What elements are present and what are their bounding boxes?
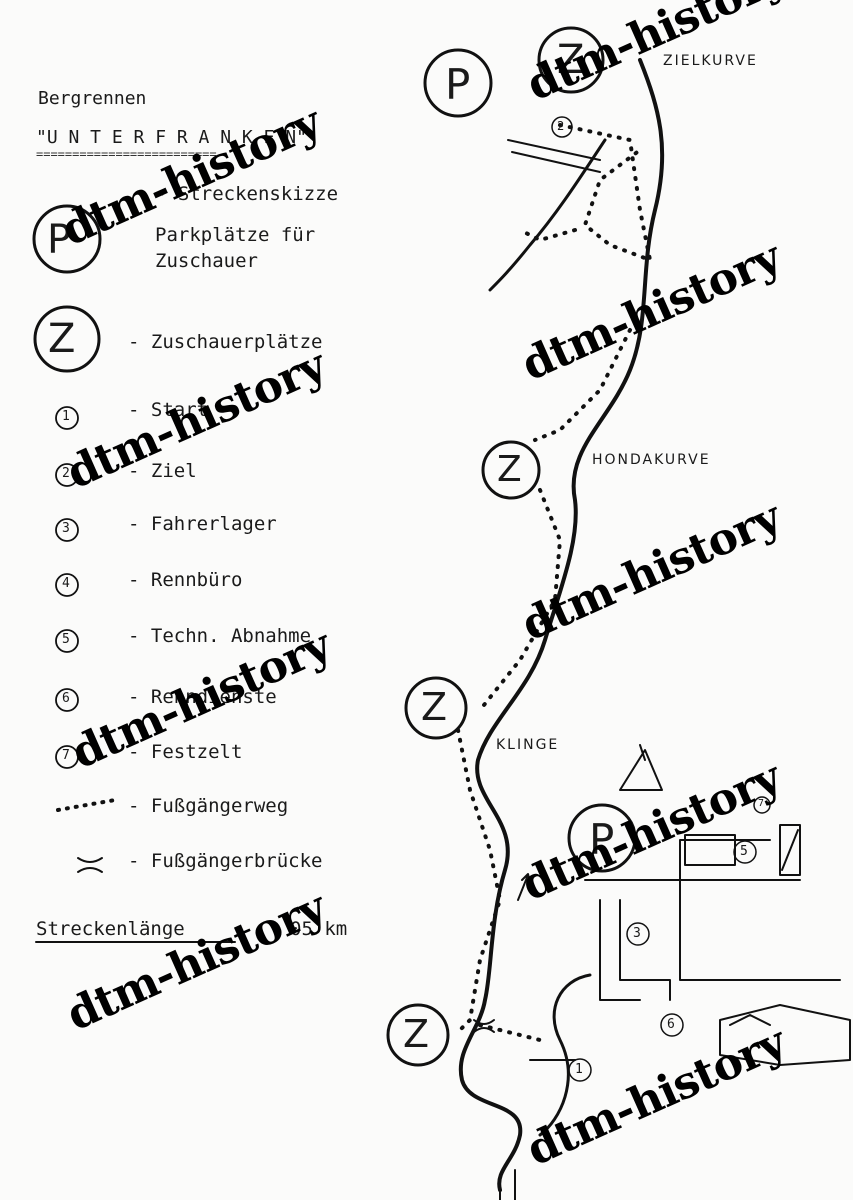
map-z-top: Z [557, 37, 585, 83]
legend-race-office: - Rennbüro [128, 569, 243, 591]
legend-num-3: 3 [62, 521, 70, 536]
road-branch [488, 138, 607, 292]
legend-num-2: 2 [62, 466, 70, 481]
track-road [458, 58, 665, 1192]
road-bottom [499, 1169, 516, 1200]
map-num-6: 6 [667, 1017, 675, 1032]
map-z-start: Z [403, 1012, 430, 1056]
paddock-buildings [529, 744, 851, 1066]
map-num-7: 7 [758, 798, 765, 809]
legend-spectators: - Zuschauerplätze [128, 331, 323, 353]
map-num-1: 1 [575, 1062, 583, 1077]
legend-race-services: - Renndienste [128, 686, 277, 708]
label-zielkurve: ZIELKURVE [663, 53, 758, 69]
legend-num-6: 6 [62, 691, 70, 706]
event-name: "U N T E R F R A N K E N" [36, 127, 307, 148]
legend-footbridge: - Fußgängerbrücke [128, 850, 323, 872]
map-parking-top: P [445, 60, 471, 109]
legend-parking: Parkplätze für [155, 224, 316, 246]
track-length-value: 05 km [290, 918, 348, 940]
map-num-5: 5 [740, 844, 748, 859]
road-spur [507, 139, 601, 173]
footbridge-icon [473, 1019, 495, 1033]
label-hondakurve: HONDAKURVE [592, 452, 711, 468]
legend-footpath: - Fußgängerweg [128, 795, 289, 817]
map-circle-markers [386, 26, 771, 1082]
map-z-hondakurve: Z [497, 449, 522, 490]
legend-num-1: 1 [62, 409, 70, 424]
map-z-klinge: Z [421, 685, 448, 729]
map-num-2: 2 [557, 119, 565, 133]
track-length-label: Streckenlänge [36, 918, 185, 940]
legend-inspection: - Techn. Abnahme [128, 625, 312, 647]
map-parking-paddock: P [589, 815, 615, 864]
legend-start: - Start [128, 399, 209, 421]
legend-num-5: 5 [62, 632, 70, 647]
road-right-edge [538, 973, 592, 1137]
map-title: Bergrennen [38, 88, 147, 109]
map-subtitle: - Streckenskizze [155, 183, 339, 205]
legend-p-symbol: P [47, 217, 72, 263]
footpaths [456, 123, 652, 1042]
title-underline: ========================= [36, 147, 217, 161]
legend-num-7: 7 [62, 748, 70, 763]
legend-z-symbol: Z [48, 316, 76, 362]
label-klinge: KLINGE [496, 737, 560, 753]
legend-symbols [32, 204, 236, 943]
map-num-3: 3 [633, 926, 641, 941]
legend-num-4: 4 [62, 576, 70, 591]
legend-finish: - Ziel [128, 460, 197, 482]
legend-paddock: - Fahrerlager [128, 513, 277, 535]
legend-parking-2: Zuschauer [155, 250, 258, 272]
legend-festival-tent: - Festzelt [128, 741, 243, 763]
arrow-marker [517, 873, 531, 901]
